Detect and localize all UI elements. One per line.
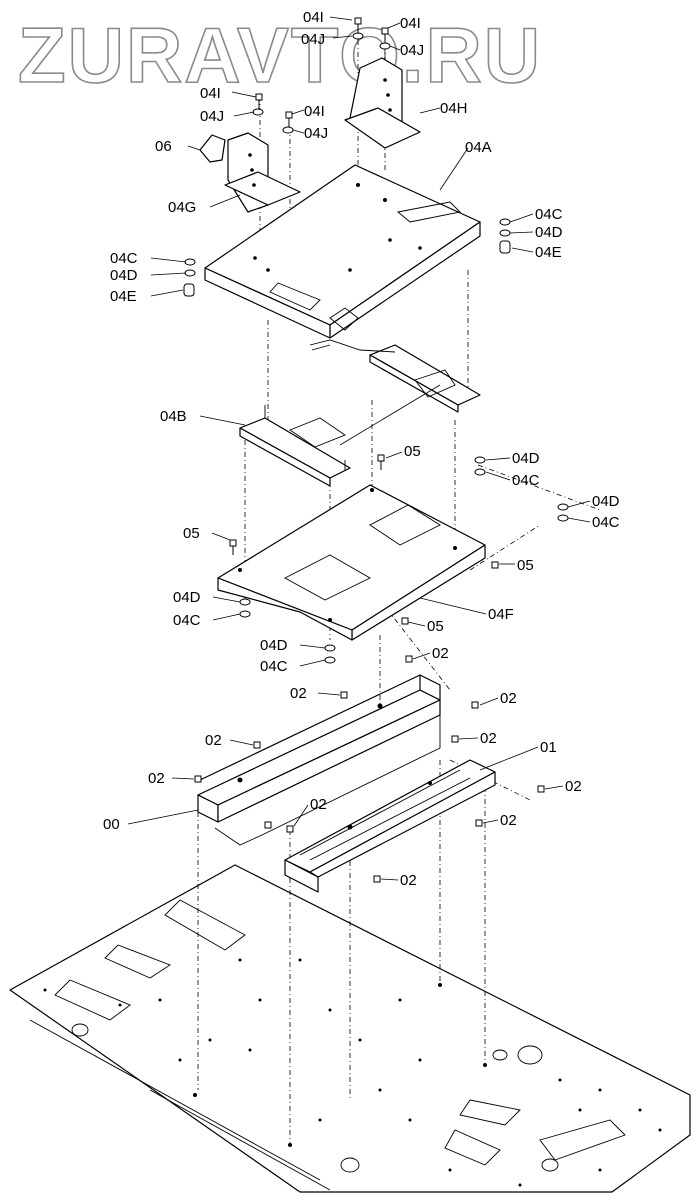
label-04A: 04A <box>465 139 492 156</box>
label-04I: 04I <box>304 103 325 120</box>
label-04C: 04C <box>260 658 288 675</box>
label-04I: 04I <box>303 9 324 26</box>
label-04C: 04C <box>110 250 138 267</box>
label-04J: 04J <box>200 108 224 125</box>
label-04D: 04D <box>592 493 620 510</box>
part-labels: 04I 04J 04I 04J 04I 04J 04I 04J 04H 04A … <box>103 9 620 889</box>
label-04J: 04J <box>304 125 328 142</box>
label-05: 05 <box>404 443 421 460</box>
label-05: 05 <box>427 618 444 635</box>
rail-00 <box>197 674 441 846</box>
label-04E: 04E <box>535 244 562 261</box>
rail-01 <box>284 759 496 893</box>
label-04D: 04D <box>260 637 288 654</box>
label-04G: 04G <box>168 199 196 216</box>
label-04B: 04B <box>160 408 187 425</box>
label-02: 02 <box>400 872 417 889</box>
label-04C: 04C <box>512 472 540 489</box>
label-00: 00 <box>103 816 120 833</box>
label-02: 02 <box>432 645 449 662</box>
label-04D: 04D <box>173 589 201 606</box>
label-04J: 04J <box>301 31 325 48</box>
slide-rail-04B <box>239 339 481 487</box>
label-04D: 04D <box>535 224 563 241</box>
label-02: 02 <box>500 812 517 829</box>
label-04C: 04C <box>535 206 563 223</box>
bracket-04G <box>224 132 301 213</box>
label-04I: 04I <box>400 15 421 32</box>
label-02: 02 <box>310 796 327 813</box>
leader-lines <box>127 16 591 881</box>
label-02: 02 <box>480 730 497 747</box>
label-02: 02 <box>500 690 517 707</box>
cab-floor-plate <box>9 864 691 1193</box>
label-06: 06 <box>155 138 172 155</box>
label-04I: 04I <box>200 85 221 102</box>
label-04C: 04C <box>592 514 620 531</box>
label-04H: 04H <box>440 100 468 117</box>
label-04J: 04J <box>400 42 424 59</box>
plate-04A <box>204 164 481 339</box>
lever-06 <box>199 134 226 163</box>
label-04E: 04E <box>110 288 137 305</box>
label-02: 02 <box>565 778 582 795</box>
label-04D: 04D <box>512 450 540 467</box>
label-04D: 04D <box>110 267 138 284</box>
watermark: ZURAVTO.RU <box>18 11 542 99</box>
label-02: 02 <box>205 732 222 749</box>
label-02: 02 <box>148 770 165 787</box>
label-05: 05 <box>517 557 534 574</box>
label-05: 05 <box>183 525 200 542</box>
label-04C: 04C <box>173 612 201 629</box>
label-04F: 04F <box>488 606 514 623</box>
label-02: 02 <box>290 685 307 702</box>
plate-04F <box>217 484 486 641</box>
label-01: 01 <box>540 739 557 756</box>
bracket-04H <box>344 57 421 149</box>
